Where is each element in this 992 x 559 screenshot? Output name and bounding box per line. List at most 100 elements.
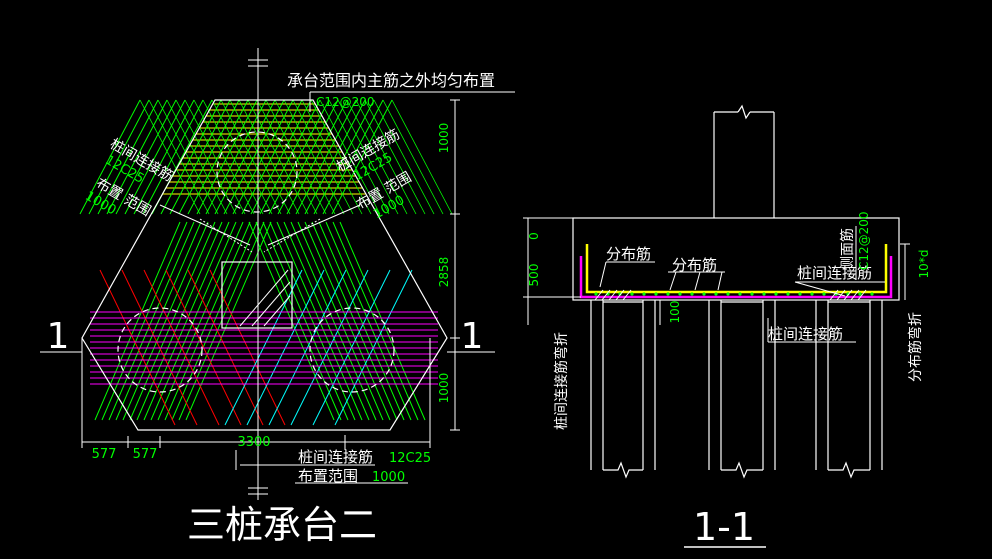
rebar-line xyxy=(256,99,318,215)
rebar-line xyxy=(115,221,202,421)
rebar-line xyxy=(277,99,339,215)
rebar-dot xyxy=(654,292,658,296)
rebar-line xyxy=(124,99,186,215)
bottom-tie-label: 桩间连接筋 xyxy=(298,448,373,466)
rebar-line xyxy=(211,99,273,215)
rebar-line xyxy=(229,99,291,215)
section-label-bend-left: 桩间连接筋弯折 xyxy=(553,332,570,430)
rebar-line xyxy=(331,99,393,215)
rebar-line xyxy=(274,99,336,215)
rebar-dot xyxy=(642,292,646,296)
rebar-line xyxy=(322,99,384,215)
rebar-dot xyxy=(774,292,778,296)
rebar-line xyxy=(297,221,384,421)
rebar-dot xyxy=(870,292,874,296)
section-column xyxy=(713,104,775,218)
rebar-line xyxy=(250,99,312,215)
rebar-line xyxy=(391,99,453,215)
rebar-line xyxy=(88,99,150,215)
rebar-line xyxy=(150,221,237,421)
rebar-line xyxy=(355,99,417,215)
section-magenta-rebar xyxy=(579,256,893,299)
rebar-line xyxy=(319,99,381,215)
rebar-line xyxy=(223,99,285,215)
rebar-line xyxy=(136,221,223,421)
pile-top xyxy=(216,131,298,213)
rebar-line xyxy=(310,99,372,215)
section-leaders xyxy=(523,217,910,343)
rebar-line xyxy=(276,221,363,421)
rebar-dot xyxy=(750,292,754,296)
rebar-line xyxy=(332,221,419,421)
pile-bottom-left xyxy=(117,307,203,393)
section-dim-10d: 10*d xyxy=(917,250,931,279)
rebar-dot xyxy=(726,292,730,296)
rebar-line xyxy=(108,221,195,421)
section-dim-500: 500 xyxy=(527,264,541,287)
tie-direction-lines xyxy=(159,204,361,253)
section-label-side: 侧面筋 xyxy=(839,228,856,270)
section-cap-outline xyxy=(572,217,900,301)
rebar-line xyxy=(157,221,244,421)
section-label-dist-1: 分布筋 xyxy=(606,245,651,263)
rebar-line xyxy=(187,99,249,215)
section-dim-0: 0 xyxy=(527,232,541,240)
rebar-line xyxy=(265,99,327,215)
rebar-line xyxy=(311,221,398,421)
rebar-line xyxy=(325,221,412,421)
bottom-tie-spec: 12C25 xyxy=(389,451,431,466)
section-dim-100: 100 xyxy=(668,301,682,324)
rebar-line xyxy=(283,99,345,215)
plan-title: 三桩承台二 xyxy=(187,503,377,547)
rebar-line xyxy=(364,99,426,215)
rebar-line xyxy=(94,221,181,421)
rebar-line xyxy=(79,99,141,215)
rebar-line xyxy=(268,99,330,215)
dim-mid: 2858 xyxy=(437,257,451,288)
rebar-line xyxy=(101,221,188,421)
rebar-line xyxy=(262,221,349,421)
section-label-pile-link-bottom: 桩间连接筋 xyxy=(768,325,843,343)
pile-bottom-right xyxy=(309,307,395,393)
section-mark-right: 1 xyxy=(461,316,484,357)
rebar-line xyxy=(202,99,264,215)
rebar-line xyxy=(129,221,216,421)
rebar-line xyxy=(164,221,251,421)
rebar-line xyxy=(106,99,168,215)
rebar-dot xyxy=(678,292,682,296)
section-hatch xyxy=(594,289,867,301)
rebar-line xyxy=(171,221,258,421)
dim-width: 3300 xyxy=(237,435,270,450)
note-top: 承台范围内主筋之外均匀布置 xyxy=(287,71,495,90)
rebar-line xyxy=(232,99,294,215)
rebar-line xyxy=(169,99,231,215)
rebar-dot xyxy=(666,292,670,296)
rebar-line xyxy=(295,99,357,215)
rebar-line xyxy=(97,99,159,215)
rebar-line xyxy=(304,99,366,215)
rebar-line xyxy=(318,221,405,421)
rebar-line xyxy=(313,99,375,215)
section-label-bend-right: 分布筋弯折 xyxy=(907,312,924,382)
section-label-side-spec: C12@200 xyxy=(857,211,871,270)
rebar-dot xyxy=(810,292,814,296)
plan-dimension-lines xyxy=(81,91,515,484)
rebar-line xyxy=(337,99,399,215)
rebar-line xyxy=(346,99,408,215)
section-mark-left: 1 xyxy=(47,316,70,357)
rebar-dot xyxy=(858,292,862,296)
rebar-line xyxy=(133,99,195,215)
rebar-line xyxy=(304,221,391,421)
rebar-line xyxy=(283,221,370,421)
rebar-dot xyxy=(798,292,802,296)
rebar-dot xyxy=(738,292,742,296)
rebar-line xyxy=(301,99,363,215)
top-pile-rebar-hatch xyxy=(79,99,453,215)
note-top-spec: C12@200 xyxy=(316,95,375,109)
rebar-line xyxy=(175,99,237,215)
rebar-line xyxy=(292,99,354,215)
dim-left-1: 577 xyxy=(92,447,117,462)
rebar-dot xyxy=(630,292,634,296)
rebar-dot xyxy=(786,292,790,296)
rebar-line xyxy=(184,99,246,215)
